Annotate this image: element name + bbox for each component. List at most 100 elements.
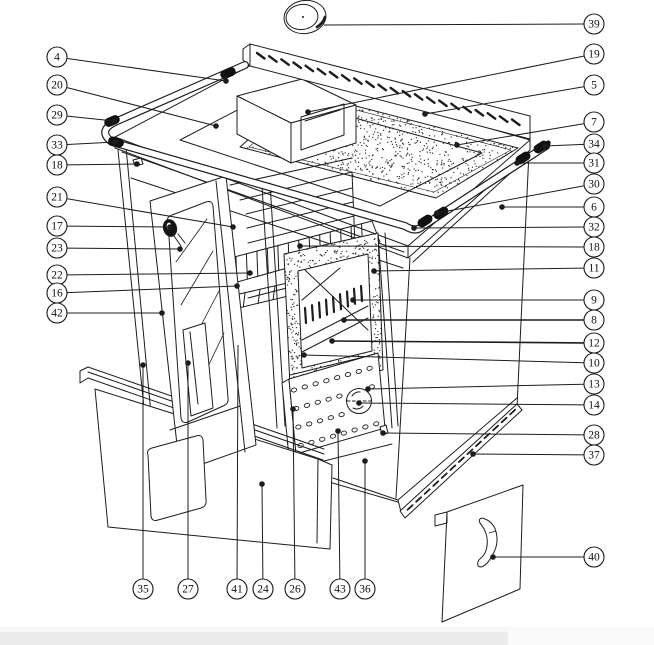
leader-dot <box>177 246 183 252</box>
leader-line <box>358 402 584 406</box>
callout-number: 34 <box>588 139 600 151</box>
callout-19: 19 <box>305 43 605 115</box>
callout-number: 41 <box>231 584 243 596</box>
callout-11: 11 <box>371 257 605 279</box>
leader-line <box>331 340 584 344</box>
leader-line <box>67 163 138 166</box>
callout-14: 14 <box>356 394 605 416</box>
leader-line <box>373 267 584 272</box>
leader-dot <box>259 481 265 487</box>
callout-number: 22 <box>51 270 63 282</box>
callout-circle <box>583 43 605 65</box>
vent-flange-part <box>242 43 531 140</box>
callout-circle <box>583 444 605 466</box>
callout-number: 5 <box>591 80 597 92</box>
callout-number: 27 <box>182 584 194 596</box>
callout-30: 30 <box>434 173 605 216</box>
callout-circle <box>46 46 68 68</box>
rear-panel-part <box>434 484 524 623</box>
callout-41: 41 <box>226 344 248 600</box>
callout-number: 18 <box>51 160 63 172</box>
callout-number: 33 <box>51 140 63 152</box>
callout-circle <box>583 373 605 395</box>
callout-20: 20 <box>46 74 219 129</box>
leader-dot <box>301 352 307 358</box>
callout-number: 6 <box>591 202 597 214</box>
leader-dot <box>247 270 253 276</box>
callout-circle <box>46 302 68 324</box>
oven-door-part <box>147 175 257 521</box>
leader-line <box>323 23 584 26</box>
leader-line <box>67 247 181 250</box>
page-bottom-shadow <box>0 627 654 645</box>
callout-number: 12 <box>588 338 600 350</box>
leader-dot <box>365 386 371 392</box>
callout-16: 16 <box>46 282 240 304</box>
leader-line <box>456 123 584 146</box>
leader-line <box>67 57 227 82</box>
leader-line <box>67 141 116 145</box>
callout-number: 4 <box>54 52 60 64</box>
lid-part <box>283 0 327 35</box>
callout-6: 6 <box>499 196 605 218</box>
leader-dot <box>234 283 240 289</box>
callout-22: 22 <box>46 264 253 286</box>
callout-4: 4 <box>46 46 229 84</box>
callout-5: 5 <box>422 74 605 117</box>
callout-18: 18 <box>297 236 605 258</box>
callout-circle <box>46 104 68 126</box>
callout-number: 35 <box>137 584 149 596</box>
callout-number: 11 <box>588 263 599 275</box>
callout-8: 8 <box>341 309 605 331</box>
callout-35: 35 <box>132 362 154 600</box>
callout-9: 9 <box>350 289 605 311</box>
callout-36: 36 <box>354 458 376 600</box>
callout-number: 20 <box>51 80 63 92</box>
callout-26: 26 <box>284 406 306 600</box>
leader-line <box>67 198 234 228</box>
leader-dot <box>159 310 165 316</box>
leader-line <box>307 55 584 113</box>
callout-circle <box>226 578 248 600</box>
leader-dot <box>454 142 460 148</box>
callout-10: 10 <box>301 352 605 374</box>
leader-dot <box>335 428 341 434</box>
leader-line <box>67 272 251 276</box>
callout-number: 32 <box>588 222 600 234</box>
leader-dot <box>362 458 368 464</box>
leader-line <box>299 245 584 248</box>
callout-number: 10 <box>588 358 600 370</box>
leader-dot <box>297 243 303 249</box>
callout-circle <box>46 237 68 259</box>
callout-number: 28 <box>588 430 600 442</box>
callout-18: 18 <box>46 154 140 176</box>
callout-32: 32 <box>411 216 605 238</box>
callout-circle <box>583 309 605 331</box>
leader-line <box>67 285 238 294</box>
callout-number: 24 <box>257 584 269 596</box>
leader-line <box>261 483 264 579</box>
leader-dot <box>341 317 347 323</box>
base-rail-part <box>399 403 523 519</box>
leader-line <box>236 344 239 579</box>
panel-handle <box>477 517 498 568</box>
leader-dot <box>514 160 520 166</box>
callout-number: 23 <box>51 243 63 255</box>
callout-circle <box>583 546 605 568</box>
leader-dot <box>230 224 236 230</box>
leader-dot <box>350 297 356 303</box>
callout-circle <box>177 578 199 600</box>
callout-circle <box>46 215 68 237</box>
callout-number: 40 <box>588 552 600 564</box>
callout-40: 40 <box>490 546 605 568</box>
callout-number: 19 <box>588 49 600 61</box>
callout-circle <box>583 13 605 35</box>
leader-dot <box>167 224 173 230</box>
callout-circle <box>46 154 68 176</box>
side-panel-right-edge <box>516 151 530 408</box>
callout-number: 37 <box>588 450 600 462</box>
leader-dot <box>223 78 229 84</box>
leader-line <box>436 185 584 214</box>
